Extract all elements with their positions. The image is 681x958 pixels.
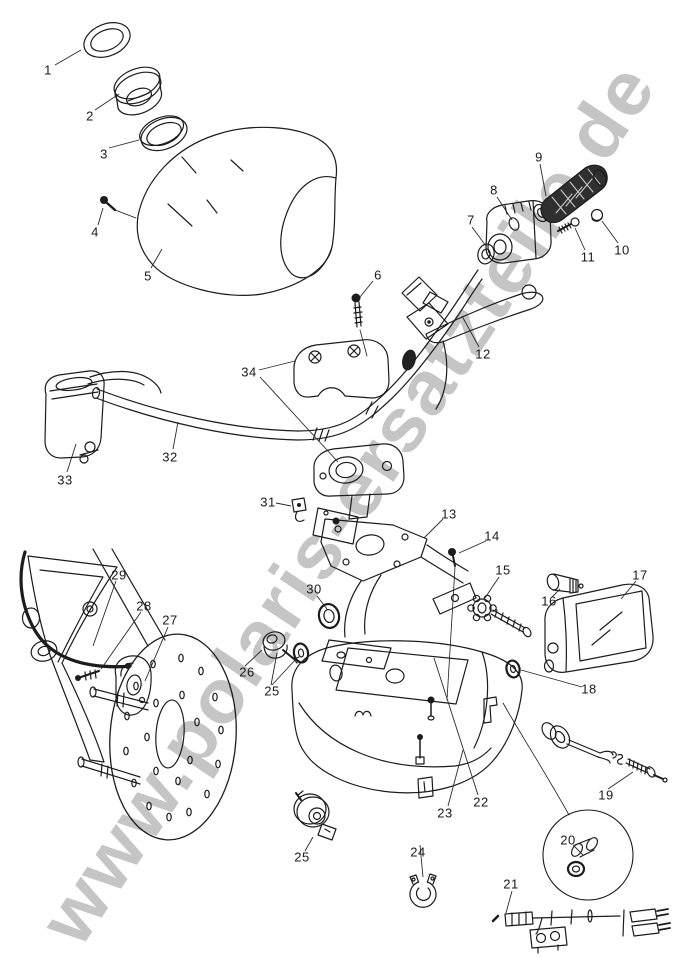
leader-line-5 (150, 248, 163, 269)
leader-line-17 (620, 580, 637, 600)
leader-line-7 (471, 226, 487, 247)
master-cylinder (44, 370, 162, 464)
steering-bracket (312, 507, 477, 701)
leader-line-20 (572, 844, 584, 856)
gauge-seal-ring (139, 115, 188, 152)
leader-line-33 (66, 443, 77, 473)
grommet-18 (505, 659, 521, 679)
leader-line-32 (172, 421, 179, 450)
leader-line-12 (461, 315, 480, 348)
console-hood (136, 126, 338, 296)
leader-line-9 (539, 163, 547, 197)
leader-line-2 (94, 93, 120, 111)
leader-line-3 (108, 139, 140, 149)
leader-line-11 (574, 227, 586, 251)
leader-line-31 (275, 502, 292, 507)
speedo-cable (541, 722, 668, 783)
leader-line-34 (259, 376, 339, 463)
brake-lever-assembly (401, 276, 544, 410)
leader-line-21 (505, 890, 513, 914)
leader-line-18 (520, 669, 583, 688)
leader-line-16 (551, 588, 561, 598)
handlebar (91, 269, 483, 442)
leader-line-29 (92, 580, 117, 647)
grommet-30 (317, 602, 341, 630)
plug-25-bottom (293, 790, 337, 841)
leader-line-27 (144, 626, 169, 682)
leader-line-19 (607, 771, 634, 790)
leader-line-25 (271, 658, 297, 686)
handlebar-clamp-riser (313, 443, 405, 520)
leader-line-6 (359, 280, 374, 298)
leader-line-4 (97, 207, 104, 226)
leader-line-26 (244, 649, 263, 667)
leader-line-1 (54, 49, 82, 66)
clamp-screw (351, 293, 368, 357)
leader-lines (54, 49, 637, 914)
leader-line-25 (270, 652, 278, 686)
throttle-screw (557, 217, 580, 234)
leader-line-24 (419, 844, 424, 878)
handlebar-clamp-upper (293, 339, 390, 399)
headlight (543, 583, 654, 673)
leader-line-8 (496, 196, 513, 221)
leader-line-22 (433, 657, 479, 796)
leader-line-28 (100, 611, 142, 670)
grip-end-cap (590, 208, 604, 222)
headlight-bulb (546, 573, 584, 594)
lower-console (291, 640, 523, 799)
detail-circle (502, 702, 634, 901)
grommet-25-mid (292, 642, 310, 664)
clip-31 (291, 497, 307, 523)
mounting-plate (335, 647, 469, 705)
leader-line-30 (316, 595, 328, 610)
screw-14 (448, 548, 456, 567)
leader-line-15 (484, 576, 500, 599)
brake-hose (19, 550, 132, 669)
leader-line-13 (423, 518, 444, 539)
cable-clamp (409, 873, 437, 908)
leader-line-14 (458, 540, 487, 554)
wiring-harness (491, 908, 671, 954)
bleeder-screw (75, 669, 100, 681)
leader-line-34 (258, 360, 296, 371)
gauge-bezel-ring (83, 22, 131, 58)
brake-disc (109, 633, 237, 841)
leader-line-25 (304, 836, 314, 852)
handlebar-grip (540, 164, 608, 224)
screw-4 (100, 196, 137, 219)
leader-line-23 (447, 749, 464, 807)
gauge-body (113, 66, 163, 116)
leader-line-10 (601, 220, 619, 244)
adjuster-knob (467, 594, 532, 638)
